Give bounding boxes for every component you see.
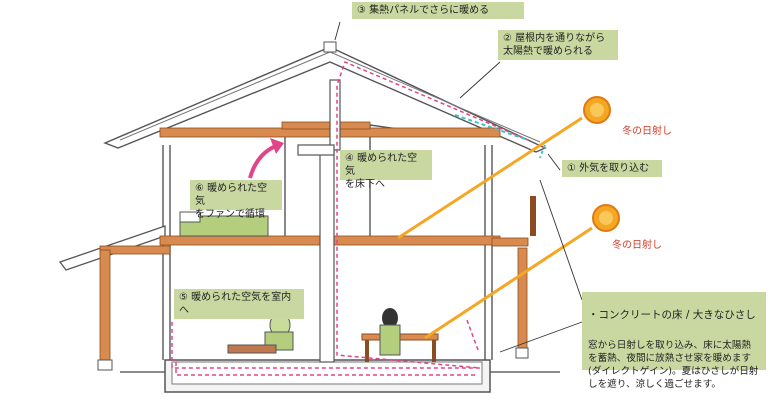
label-step3: ③ 集熱パネルでさらに暖める xyxy=(352,2,524,19)
outside-air-intake xyxy=(539,144,546,159)
callout-body: 窓から日射しを取り込み、床に太陽熱を蓄熱、夜間に放熱させ家を暖めます(ダイレクト… xyxy=(588,340,759,390)
sun-rays xyxy=(397,116,593,340)
air-flow-path xyxy=(171,60,529,376)
exterior-post xyxy=(97,196,536,371)
label-step6: ⑥ 暖められた空気 をファンで循環 xyxy=(190,180,282,220)
label-step5: ⑤ 暖められた空気を室内へ xyxy=(174,289,304,319)
fan-circulation-arrow xyxy=(248,143,279,179)
wood-beams xyxy=(99,121,529,363)
foundation xyxy=(120,359,560,393)
bed xyxy=(179,211,269,237)
label-step1: ① 外気を取り込む xyxy=(562,160,662,177)
leader-lines xyxy=(334,21,583,353)
callout-title: ・コンクリートの床 / 大きなひさし xyxy=(588,309,756,321)
label-step4: ④ 暖められた空気 を床下へ xyxy=(340,150,432,190)
main-roof xyxy=(103,41,547,153)
callout-concrete-floor: ・コンクリートの床 / 大きなひさし 窓から日射しを取り込み、床に太陽熱を蓄熱、… xyxy=(582,292,766,390)
roof-panel-line xyxy=(454,114,529,141)
air-duct xyxy=(297,79,341,363)
sun-upper xyxy=(583,96,611,124)
sitting-person xyxy=(227,312,294,354)
sun-label-1: 冬の日射し xyxy=(622,126,672,137)
label-step2: ② 屋根内を通りながら 太陽熱で暖められる xyxy=(498,30,618,60)
sun-lower xyxy=(592,204,620,232)
sun-label-2: 冬の日射し xyxy=(612,240,662,251)
table-with-person xyxy=(361,308,439,362)
fan-arrow-head xyxy=(270,138,284,154)
